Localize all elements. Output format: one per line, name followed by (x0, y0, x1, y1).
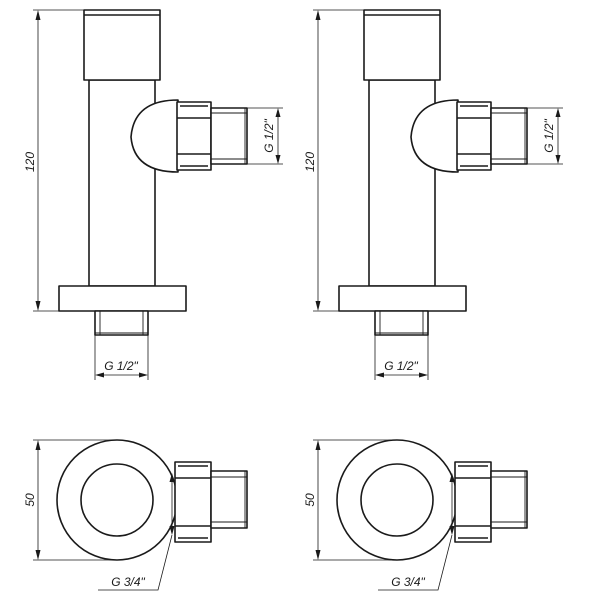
front-view-left: 120 G 1/2" G 1/2" (23, 9, 284, 381)
diameter-dimension-label: 50 (303, 493, 317, 507)
diameter-dimension-label: 50 (23, 493, 37, 507)
thread-label: G 3/4" (111, 575, 145, 589)
height-dimension-label: 120 (23, 152, 37, 172)
top-view-left: 50 G 3/4" (23, 439, 248, 591)
side-thread-label: G 1/2" (542, 118, 556, 152)
bottom-thread-label: G 1/2" (384, 359, 418, 373)
top-view-right: 50 G 3/4" (303, 439, 528, 591)
thread-label: G 3/4" (391, 575, 425, 589)
bottom-thread-label: G 1/2" (104, 359, 138, 373)
side-thread-label: G 1/2" (262, 118, 276, 152)
height-dimension-label: 120 (303, 152, 317, 172)
front-view-right: 120 G 1/2" G 1/2" (303, 9, 564, 381)
